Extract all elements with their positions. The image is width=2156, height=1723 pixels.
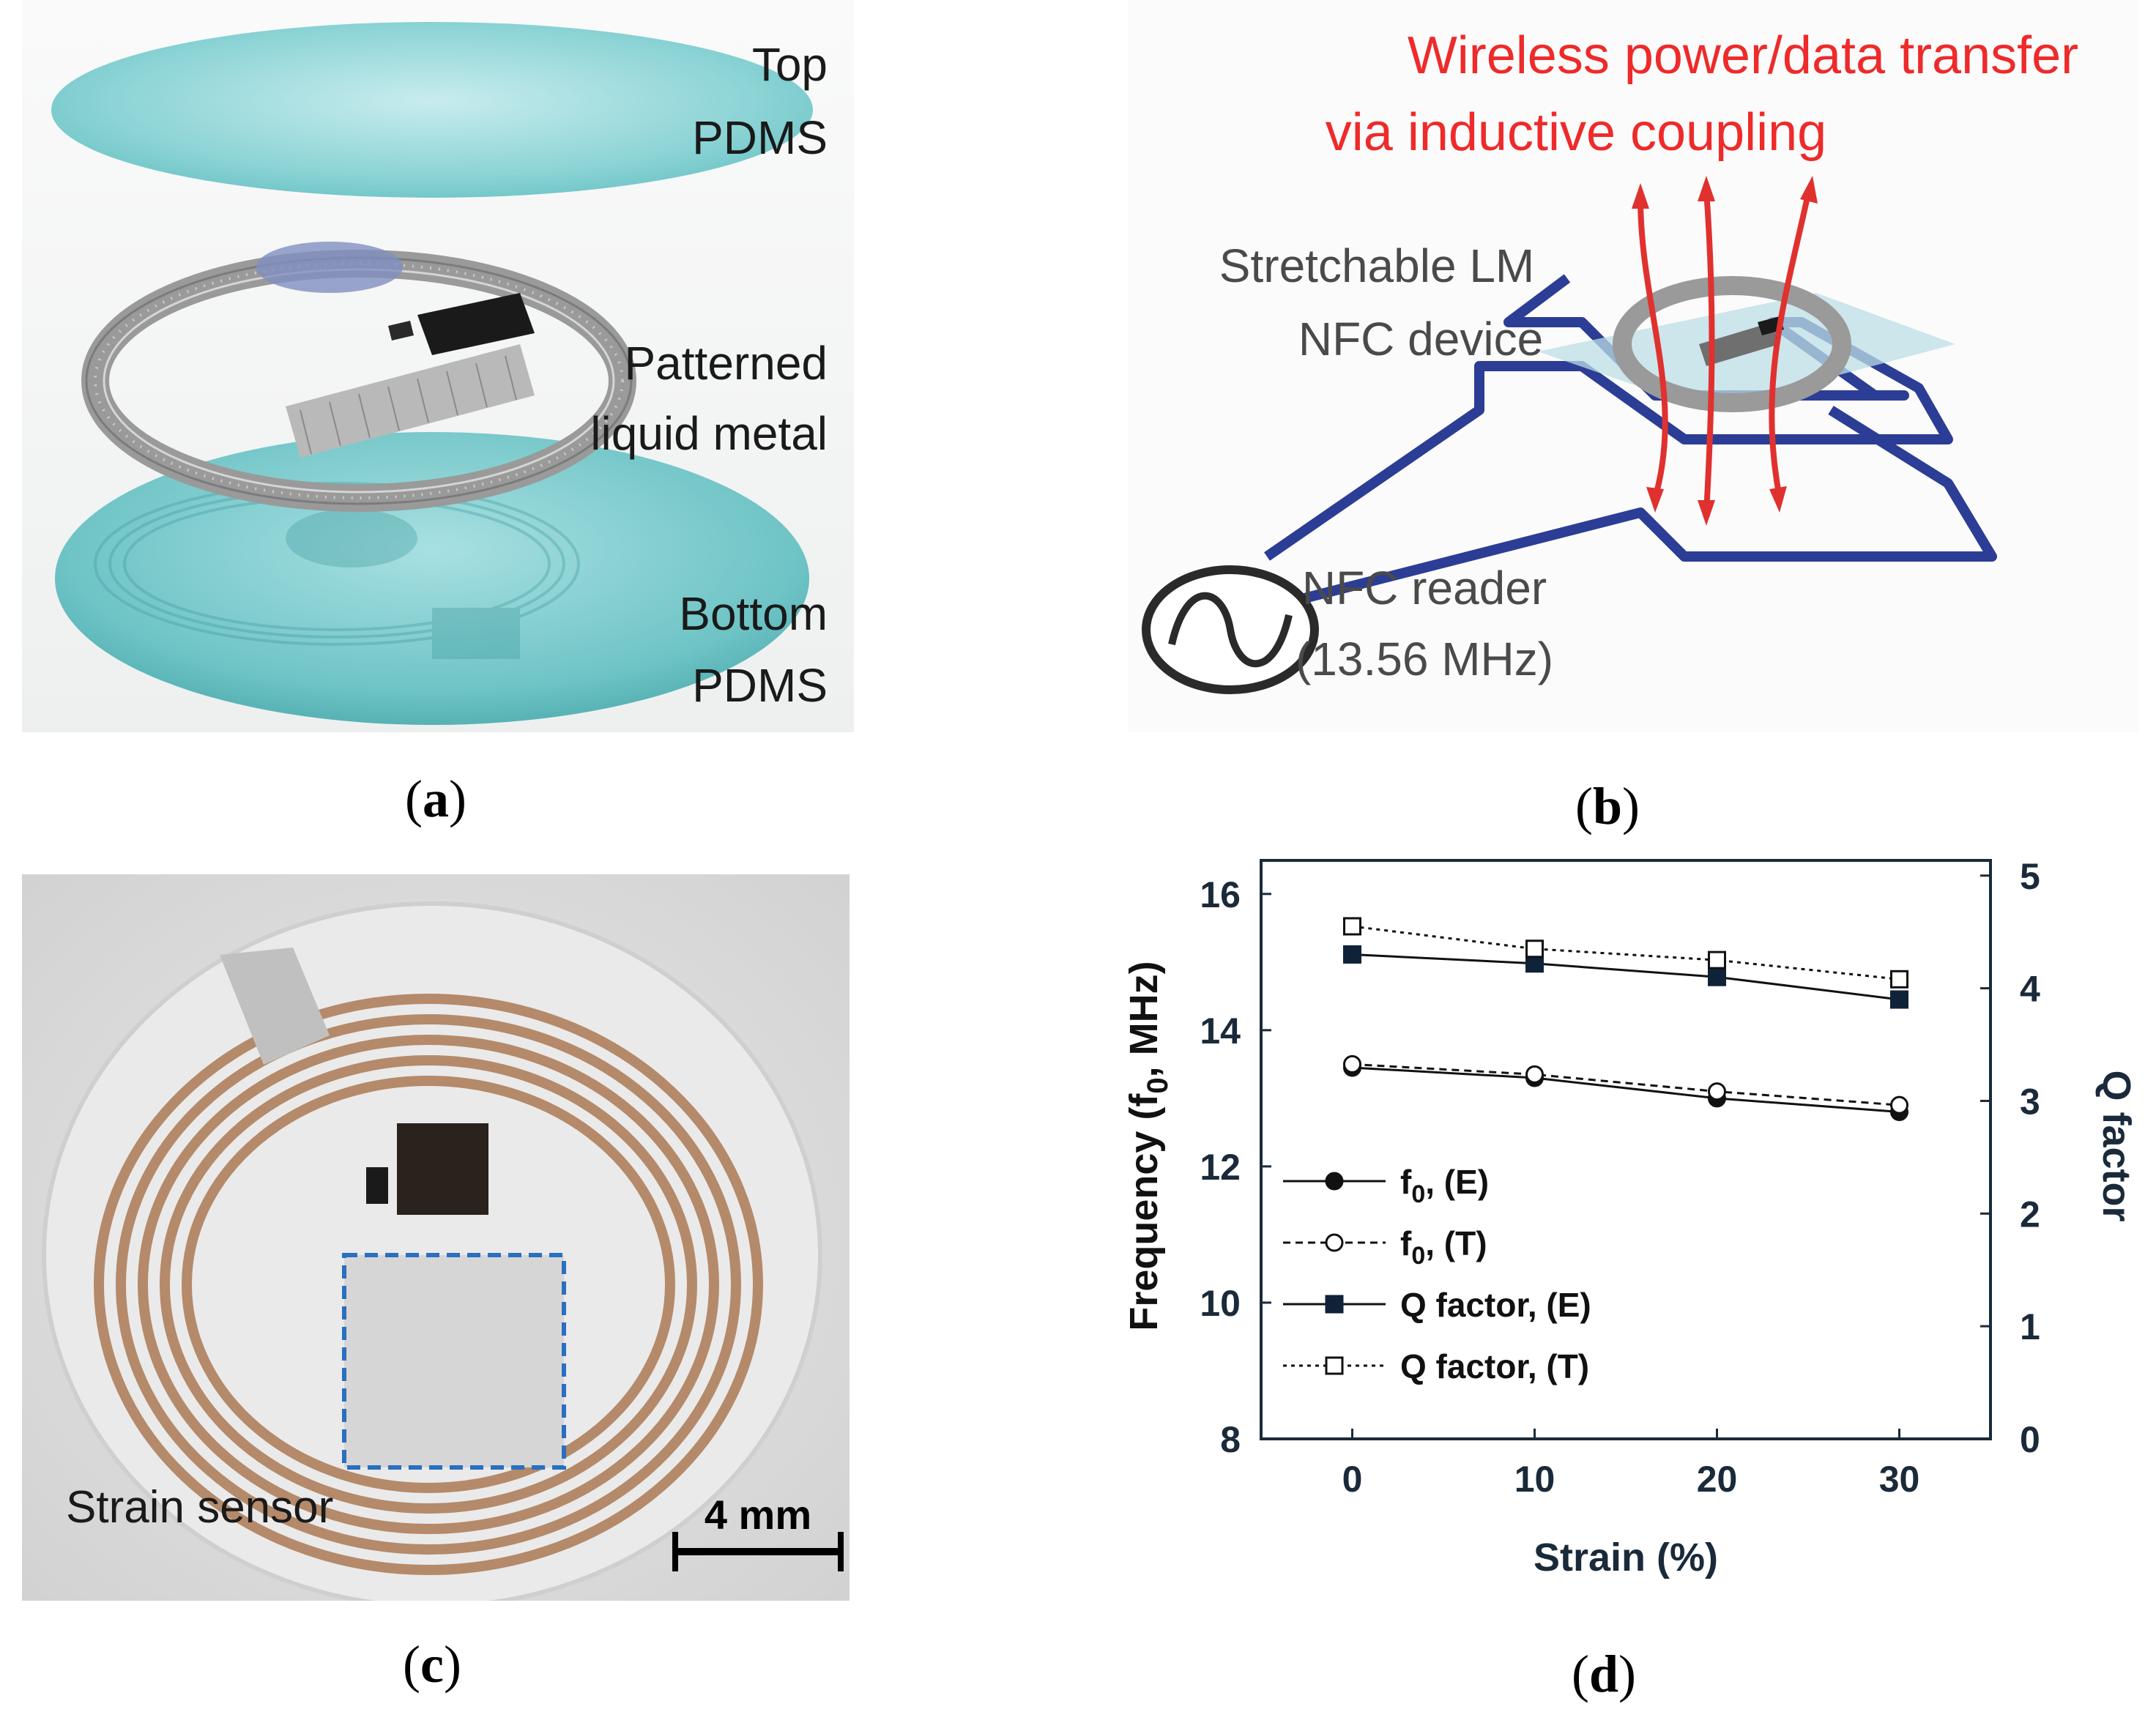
left-y-tick-label: 12 <box>1200 1147 1241 1188</box>
top-pdms-layer <box>51 22 813 198</box>
legend-label: f0, (E) <box>1400 1163 1489 1208</box>
left-y-axis-label-part-1: Frequency (f <box>1122 1093 1166 1331</box>
data-point <box>1525 1065 1544 1084</box>
wireless-title-line-2: via inductive coupling <box>1326 103 1826 162</box>
reader-label-line-2: (13.56 MHz) <box>1296 633 1553 685</box>
mid-label-line-1: Patterned <box>624 337 828 390</box>
reader-antenna-trace-2 <box>1265 406 1997 613</box>
panel-a-exploded-diagram: Top PDMS Patterned liquid metal Bottom P… <box>22 0 854 732</box>
device-label-line-2: NFC device <box>1298 313 1543 365</box>
bridge-connector <box>220 948 330 1065</box>
legend-marker <box>1325 1172 1344 1191</box>
strain-sensor-pattern <box>344 1255 564 1467</box>
right-y-tick-label: 0 <box>2020 1419 2040 1460</box>
right-y-tick-label: 2 <box>2020 1194 2040 1235</box>
data-point <box>1890 970 1908 989</box>
plot-frame <box>1260 859 1992 1440</box>
data-point <box>1343 945 1361 964</box>
exploded-layers-figure: Top PDMS Patterned liquid metal Bottom P… <box>22 0 854 732</box>
device-coil <box>1613 276 1851 412</box>
device-photo: Strain sensor 4 mm <box>22 874 850 1609</box>
strain-sensor-label: Strain sensor <box>66 1482 333 1533</box>
x-tick-label: 10 <box>1514 1459 1555 1500</box>
right-y-tick-label: 4 <box>2020 969 2040 1010</box>
series-line <box>1352 1066 1900 1113</box>
reader-label-line-1: NFC reader <box>1302 562 1547 614</box>
left-y-axis-label-subscript: 0 <box>1142 1077 1174 1093</box>
data-point <box>1708 967 1726 986</box>
scale-bar-left-tick <box>672 1532 678 1571</box>
data-point <box>1343 1054 1361 1073</box>
wireless-title-line-1: Wireless power/data transfer <box>1408 26 2078 85</box>
inductive-field-arrows <box>1638 190 1812 513</box>
left-y-tick-label: 14 <box>1200 1011 1241 1052</box>
right-y-tick-label: 1 <box>2020 1306 2040 1347</box>
data-point <box>1525 939 1544 959</box>
left-y-tick-label: 16 <box>1200 874 1241 915</box>
data-point <box>1343 917 1361 936</box>
left-y-axis-label-part-2: , MHz) <box>1122 961 1166 1077</box>
data-point <box>1890 1095 1908 1114</box>
right-y-axis-label: Q factor <box>2094 1070 2138 1221</box>
bottom-pdms-layer <box>55 432 809 725</box>
legend-marker <box>1325 1233 1344 1252</box>
capacitor <box>366 1167 388 1204</box>
bottom-label-line-2: PDMS <box>692 659 828 712</box>
strain-sensor-highlight-box <box>342 1253 566 1470</box>
scale-bar-right-tick <box>838 1532 844 1571</box>
caption-b: (b) <box>1575 777 1640 836</box>
caption-d: (d) <box>1571 1645 1636 1703</box>
bottom-pdms-imprint <box>94 482 580 659</box>
device-chip <box>1699 322 1780 366</box>
liquid-metal-coil <box>81 242 636 512</box>
right-y-tick-label: 3 <box>2020 1081 2040 1122</box>
data-point <box>1890 990 1908 1009</box>
caption-c: (c) <box>403 1635 461 1694</box>
panel-c-device-photo: Strain sensor 4 mm <box>22 874 850 1609</box>
x-axis-label: Strain (%) <box>1534 1536 1718 1579</box>
scale-bar <box>674 1548 842 1555</box>
nfc-schematic-figure: Wireless power/data transfer via inducti… <box>1128 0 2138 732</box>
x-tick-label: 20 <box>1697 1459 1738 1500</box>
x-tick-label: 30 <box>1879 1459 1920 1500</box>
caption-a: (a) <box>405 770 466 828</box>
chart-legend: f0, (E) f0, (T) Q factor, (E) Q factor, (T) <box>1283 1163 1591 1385</box>
device-label-line-1: Stretchable LM <box>1219 239 1534 292</box>
legend-label: Q factor, (E) <box>1400 1286 1591 1324</box>
legend-label: Q factor, (T) <box>1400 1347 1589 1385</box>
left-y-tick-label: 10 <box>1200 1283 1241 1324</box>
legend-label: f0, (T) <box>1400 1224 1487 1270</box>
copper-coil-windings <box>94 994 763 1575</box>
chart-series <box>1343 917 1908 1121</box>
data-point <box>1708 1082 1726 1101</box>
left-y-axis-label: Frequency (f0, MHz) <box>1122 961 1174 1331</box>
series-line <box>1352 1063 1900 1106</box>
arrow-heads <box>1632 176 1818 526</box>
x-tick-label: 0 <box>1342 1459 1363 1500</box>
data-point <box>1708 950 1726 970</box>
top-label-line-1: Top <box>752 38 828 91</box>
ac-source-icon <box>1142 565 1319 694</box>
bottom-label-line-1: Bottom <box>679 587 828 640</box>
nfc-chip <box>397 1123 488 1215</box>
panel-b-nfc-schematic: Wireless power/data transfer via inducti… <box>1128 0 2138 732</box>
legend-marker <box>1325 1295 1344 1314</box>
mid-label-line-2: liquid metal <box>590 407 828 460</box>
top-label-line-2: PDMS <box>692 111 828 164</box>
left-y-tick-label: 8 <box>1220 1419 1241 1460</box>
legend-marker <box>1325 1356 1344 1375</box>
series-line <box>1352 925 1900 980</box>
right-y-tick-label: 5 <box>2020 856 2040 897</box>
scale-bar-label: 4 mm <box>705 1492 811 1538</box>
series-line <box>1352 953 1900 1001</box>
